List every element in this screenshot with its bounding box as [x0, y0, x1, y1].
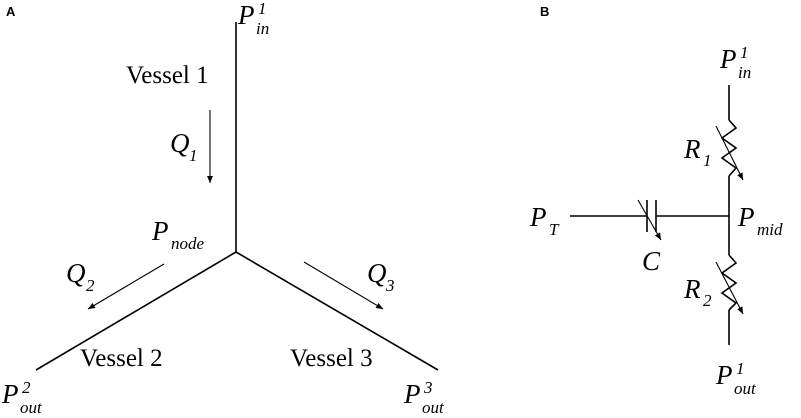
panel-a-label: A	[6, 4, 16, 19]
capacitor-label: C	[642, 246, 661, 276]
vessel-1-label: Vessel 1	[126, 62, 209, 89]
svg-text:P: P	[529, 202, 547, 232]
svg-text:out: out	[422, 398, 445, 417]
svg-text:P: P	[403, 379, 421, 409]
svg-text:1: 1	[703, 151, 712, 170]
svg-text:P: P	[737, 202, 755, 232]
svg-text:R: R	[683, 134, 701, 164]
svg-text:node: node	[171, 234, 205, 253]
svg-text:3: 3	[385, 276, 395, 295]
pressure-out-3-label: P 3 out	[403, 378, 445, 417]
svg-text:Q: Q	[66, 258, 86, 288]
flow-arrow-q2	[87, 263, 165, 310]
flow-q1-label: Q 1	[170, 128, 198, 165]
svg-text:P: P	[715, 360, 733, 390]
flow-q2-label: Q 2	[66, 258, 95, 295]
vessel-3-line	[235, 251, 439, 371]
svg-text:1: 1	[189, 146, 198, 165]
pressure-tissue-label: P T	[529, 202, 560, 239]
svg-text:1: 1	[740, 43, 749, 62]
resistor-r1-label: R 1	[683, 134, 712, 170]
svg-text:2: 2	[703, 291, 712, 310]
svg-text:mid: mid	[757, 220, 783, 239]
resistor-r1	[720, 119, 738, 177]
panel-b-label: B	[540, 4, 549, 19]
svg-text:2: 2	[22, 378, 31, 397]
pressure-in-label-b: P 1 in	[719, 43, 751, 82]
svg-text:2: 2	[86, 276, 95, 295]
flow-q3-label: Q 3	[367, 258, 395, 295]
pressure-mid-label: P mid	[737, 202, 783, 239]
vessel-2-line	[35, 251, 237, 371]
pressure-in-label-a: P 1 in	[237, 0, 269, 38]
svg-text:in: in	[256, 19, 269, 38]
capacitor-arrow	[637, 199, 662, 241]
pressure-out-2-label: P 2 out	[1, 378, 43, 417]
svg-text:1: 1	[736, 359, 745, 378]
svg-text:Q: Q	[367, 258, 387, 288]
svg-text:T: T	[549, 220, 560, 239]
pressure-node-label: P node	[151, 216, 205, 253]
svg-text:P: P	[237, 0, 255, 30]
svg-text:1: 1	[258, 0, 267, 18]
vessel-3-label: Vessel 3	[290, 345, 373, 372]
svg-text:P: P	[1, 379, 19, 409]
resistor-r2	[720, 254, 738, 311]
svg-text:P: P	[719, 44, 737, 74]
svg-text:3: 3	[423, 378, 433, 397]
svg-text:P: P	[151, 216, 169, 246]
flow-arrow-q3	[303, 261, 384, 310]
svg-text:Q: Q	[170, 128, 190, 158]
resistor-r1-arrow	[715, 125, 744, 181]
resistor-r2-arrow	[715, 261, 744, 315]
svg-text:R: R	[683, 274, 701, 304]
svg-text:out: out	[734, 379, 757, 398]
vessel-2-label: Vessel 2	[80, 345, 163, 372]
pressure-out-1-label: P 1 out	[715, 359, 757, 398]
svg-text:out: out	[20, 398, 43, 417]
svg-text:in: in	[738, 63, 751, 82]
resistor-r2-label: R 2	[683, 274, 712, 310]
